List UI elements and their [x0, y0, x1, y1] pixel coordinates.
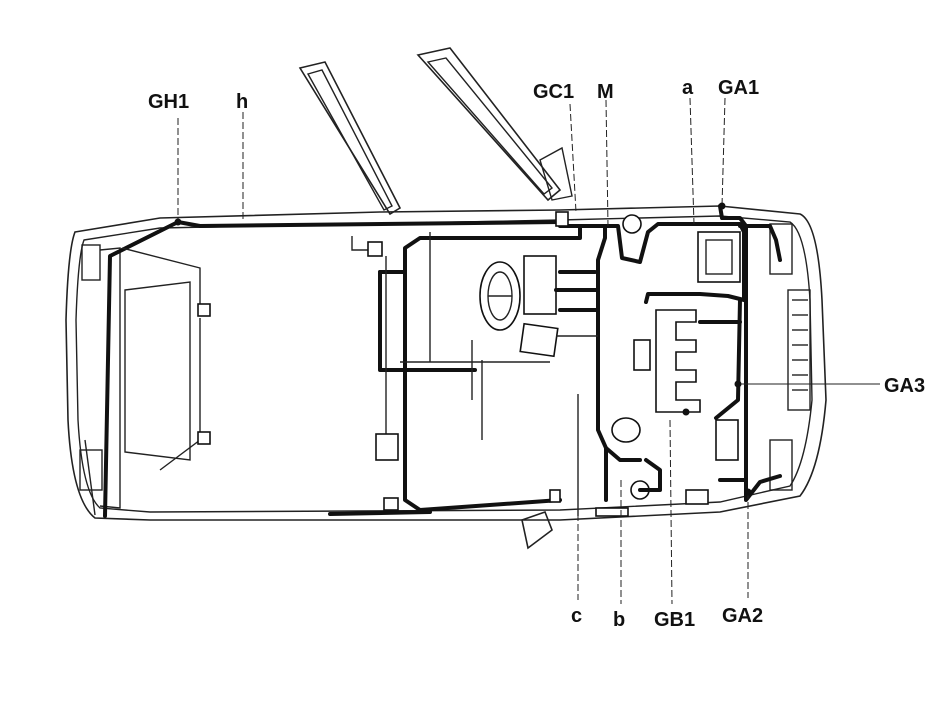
leader-lines: [174, 97, 880, 605]
steering-wheel: [479, 261, 521, 331]
label-b: b: [613, 609, 625, 631]
label-gc1: GC1: [533, 81, 574, 103]
lower-door-handle: [521, 510, 553, 550]
label-c: c: [571, 605, 582, 627]
label-gh1: GH1: [148, 91, 189, 113]
label-ga2: GA2: [722, 605, 763, 627]
instrument-cluster: [519, 255, 559, 358]
car-body-outline: [65, 205, 827, 521]
open-front-door: [416, 47, 573, 202]
label-h: h: [236, 91, 248, 113]
label-ga1: GA1: [718, 77, 759, 99]
open-rear-door: [298, 61, 402, 216]
diagram-labels: GH1 h GC1 M a GA1 GA3 c b GB1 GA2: [148, 77, 925, 631]
cabin-thin-wiring: [121, 211, 598, 516]
main-wiring-harness: [103, 204, 782, 518]
label-gb1: GB1: [654, 609, 695, 631]
engine-compartment: [595, 214, 741, 517]
label-a: a: [682, 77, 694, 99]
label-ga3: GA3: [884, 375, 925, 397]
label-m: M: [597, 81, 614, 103]
